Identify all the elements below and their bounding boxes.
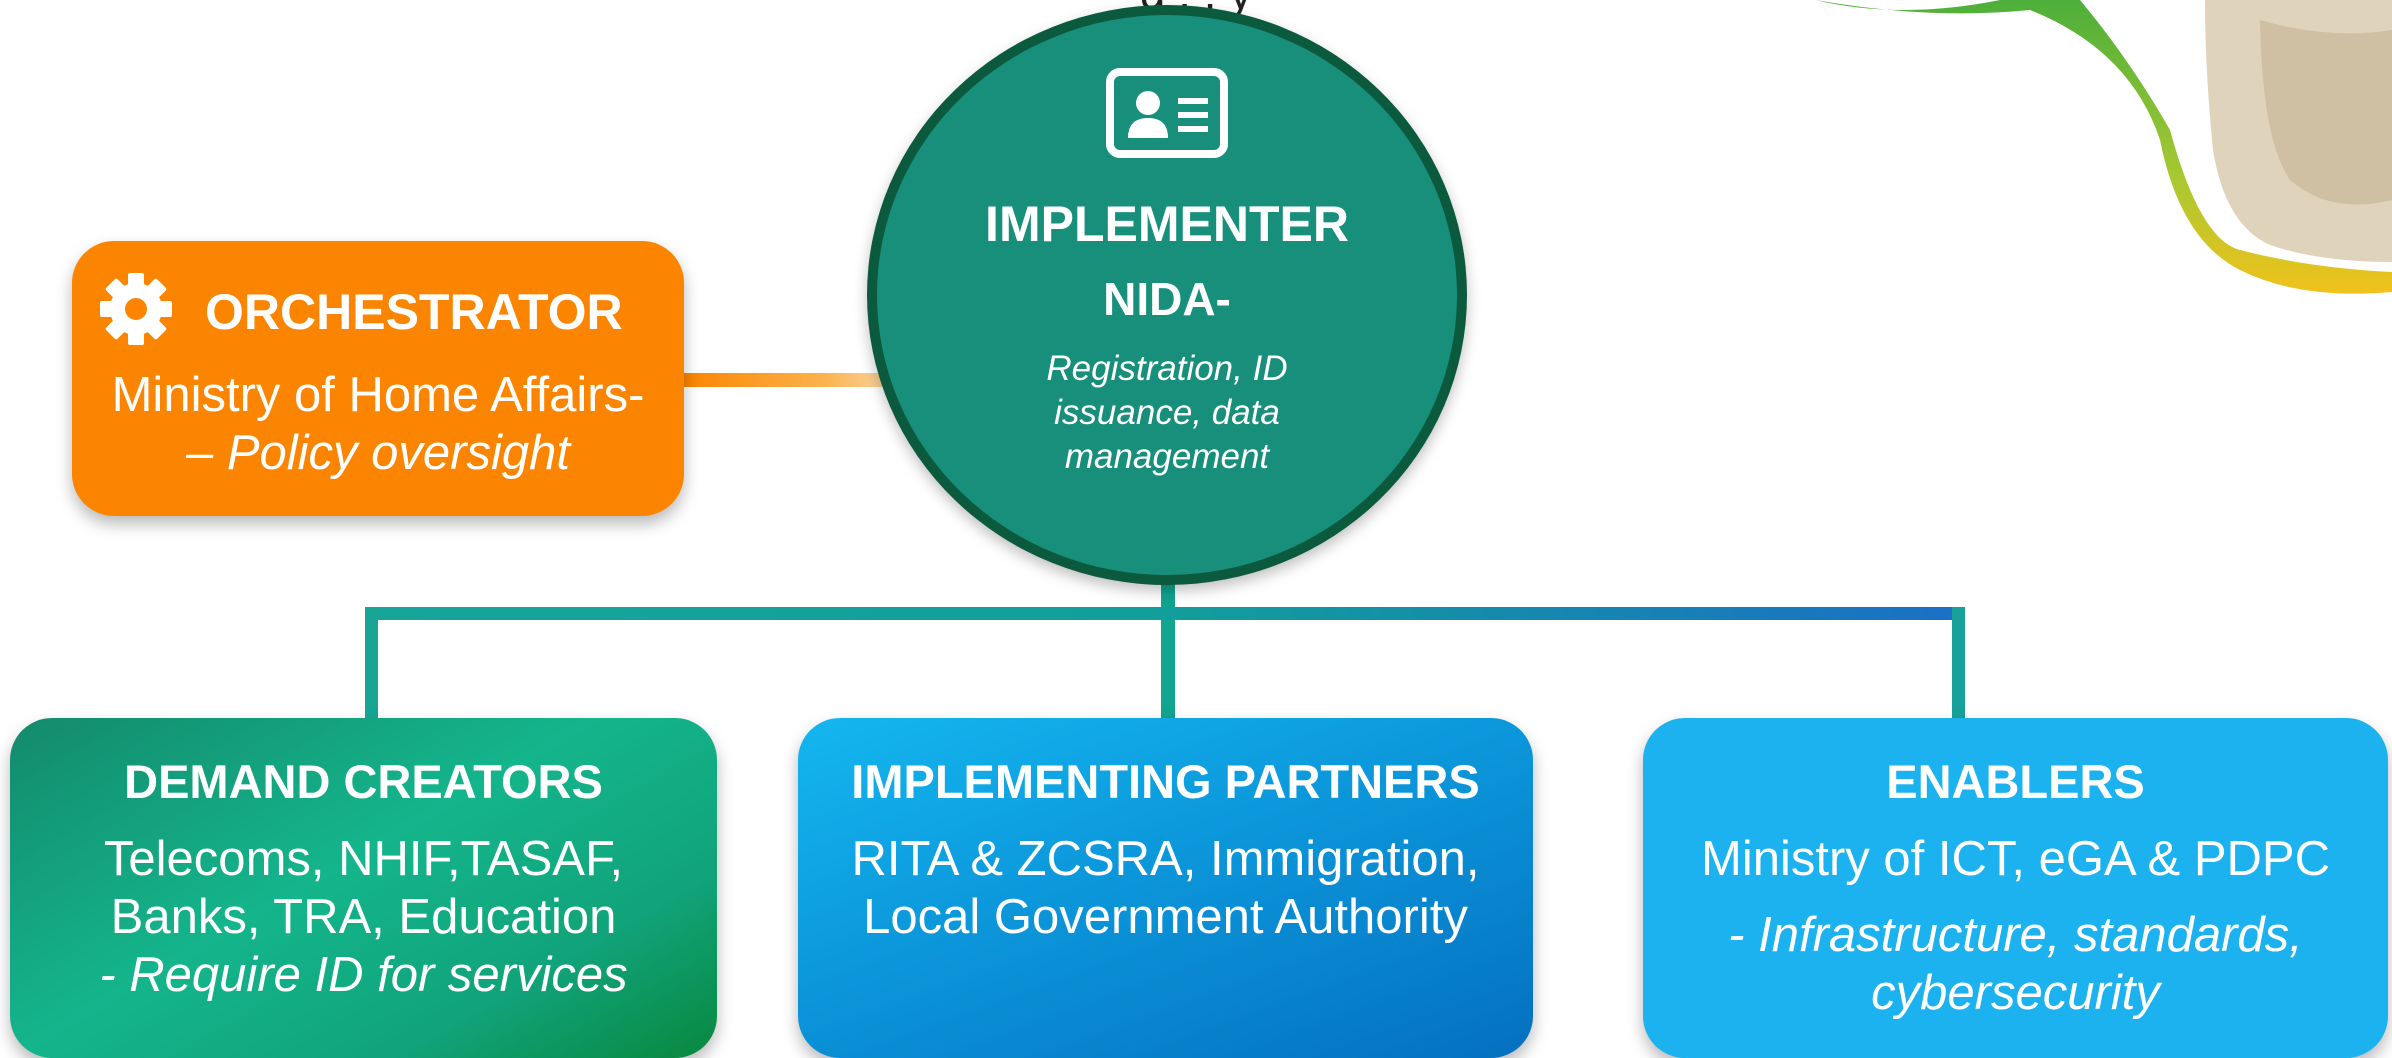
implementing-partners-body-line2: Local Government Authority <box>863 890 1468 944</box>
implementer-description: Registration, ID issuance, data manageme… <box>1046 349 1288 476</box>
orchestrator-connector <box>684 373 884 387</box>
implementing-partners-box: IMPLEMENTING PARTNERS RITA & ZCSRA, Immi… <box>798 718 1533 1058</box>
implementing-partners-title: IMPLEMENTING PARTNERS <box>851 755 1480 808</box>
enablers-box: ENABLERS Ministry of ICT, eGA & PDPC - I… <box>1643 718 2388 1058</box>
enablers-drop <box>1952 607 1965 720</box>
demand-creators-box: DEMAND CREATORS Telecoms, NHIF,TASAF, Ba… <box>10 718 717 1058</box>
horizontal-bus <box>365 607 1965 620</box>
corner-decoration <box>1815 0 2392 294</box>
implementer-name: NIDA- <box>1103 273 1231 325</box>
orchestrator-body: Ministry of Home Affairs- <box>111 368 645 422</box>
id-card-icon <box>1106 68 1228 158</box>
enablers-title: ENABLERS <box>1886 755 2145 808</box>
orchestrator-box: ORCHESTRATOR Ministry of Home Affairs- –… <box>72 241 684 516</box>
orchestrator-header: ORCHESTRATOR <box>98 271 668 345</box>
demand-creators-note: - Require ID for services <box>99 948 628 1002</box>
demand-drop <box>365 607 378 720</box>
orchestrator-note: – Policy oversight <box>185 426 570 480</box>
demand-creators-body-line2: Banks, TRA, Education <box>110 890 617 944</box>
enablers-note-line1: - Infrastructure, standards, <box>1728 908 2303 962</box>
enablers-body: Ministry of ICT, eGA & PDPC <box>1701 832 2330 886</box>
connector-lines <box>365 373 1965 720</box>
implementing-partners-body-line1: RITA & ZCSRA, Immigration, <box>851 832 1480 886</box>
implementer-role: IMPLEMENTER <box>985 196 1349 252</box>
gear-icon <box>100 273 172 345</box>
demand-creators-body-line1: Telecoms, NHIF,TASAF, <box>103 832 624 886</box>
implementer-circle: IMPLEMENTER NIDA- Registration, ID issua… <box>867 5 1467 585</box>
orchestrator-title: ORCHESTRATOR <box>205 284 623 340</box>
enablers-note-line2: cybersecurity <box>1871 966 2160 1020</box>
implementer-stem <box>1161 560 1175 720</box>
demand-creators-title: DEMAND CREATORS <box>124 755 603 808</box>
